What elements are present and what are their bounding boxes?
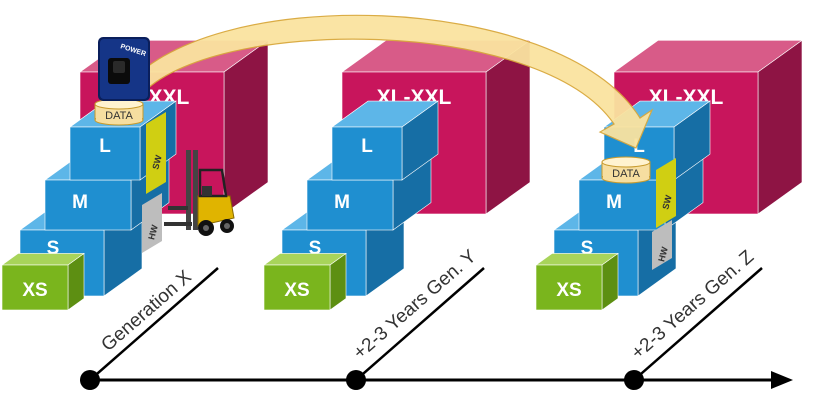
- gen-z-hw-panel: [652, 220, 672, 270]
- gen-y-l-block-label: L: [361, 136, 373, 157]
- gen-x-sw-label: SW: [150, 153, 164, 170]
- gen-z-data-label: DATA: [612, 168, 640, 180]
- gen-z-sw-label: SW: [660, 193, 674, 210]
- gen-z-xs-block-label: XS: [556, 280, 581, 301]
- gen-x-xs-block-label: XS: [22, 280, 47, 301]
- overlays: SW HW SW HW DATA DATA POWER: [94, 14, 676, 270]
- migration-arrow: [120, 14, 654, 149]
- gen-x-sw-panel: [146, 112, 166, 194]
- timeline: Generation X +2-3 Years Gen. Y +2-3 Year…: [80, 246, 793, 390]
- gen-z-data-cylinder: DATA: [601, 156, 651, 184]
- gen-z-sw-panel: [656, 158, 676, 228]
- gen-x-diagonal: [89, 267, 219, 381]
- gen-y-l-block: L: [331, 100, 439, 181]
- gen-y-m-block-front: [306, 179, 394, 231]
- gen-z-m-block-label: M: [606, 192, 622, 213]
- gen-y-diagonal: [355, 267, 485, 381]
- forklift-icon: [164, 150, 235, 236]
- gen-x-data-label: DATA: [105, 110, 133, 122]
- gen-x-xs-block-front: [1, 264, 69, 311]
- gen-z-diagonal: [633, 267, 763, 381]
- gen-y-xs-block: XS: [263, 252, 347, 311]
- gen-x-l-block-front: [69, 126, 141, 181]
- gen-z-xs-block-front: [535, 264, 603, 311]
- gen-x-xs-block: XS: [1, 252, 85, 311]
- gen-z-m-block-front: [578, 179, 666, 231]
- gen-y-xs-block-front: [263, 264, 331, 311]
- gen-y-l-block-front: [331, 126, 403, 181]
- gen-x-hw-panel: [142, 193, 162, 253]
- gen-x-l-block-label: L: [99, 136, 111, 157]
- gen-x-m-block-front: [44, 179, 132, 231]
- gen-x-hw-label: HW: [146, 223, 160, 241]
- gen-z-hw-label: HW: [656, 245, 670, 263]
- gen-y-m-block-label: M: [334, 192, 350, 213]
- gen-y-xs-block-label: XS: [284, 280, 309, 301]
- power-switch-icon: POWER: [98, 37, 150, 101]
- timeline-arrowhead: [771, 371, 793, 389]
- gen-z-xs-block: XS: [535, 252, 619, 311]
- gen-x-data-cylinder: DATA: [94, 98, 144, 126]
- gen-x-m-block-label: M: [72, 192, 88, 213]
